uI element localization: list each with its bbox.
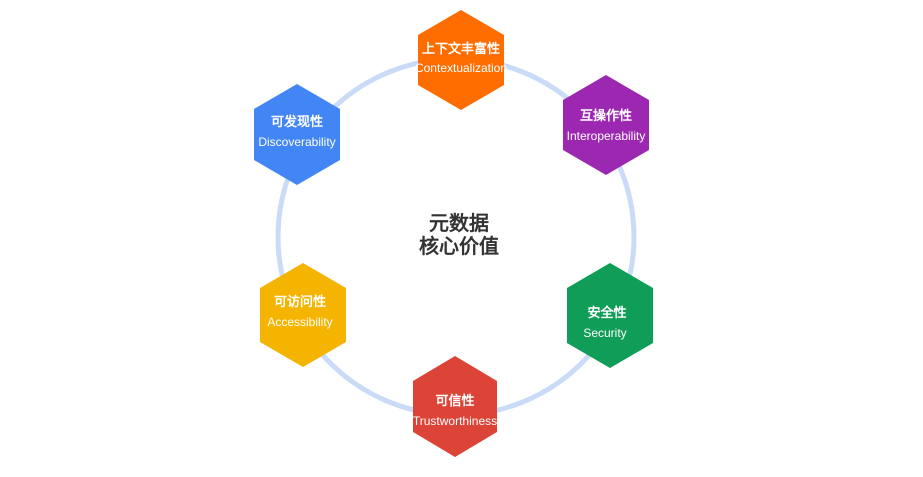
node-title-zh: 互操作性	[580, 108, 632, 124]
node-title-en: Contextualization	[415, 61, 507, 75]
hexagon-shape	[254, 84, 340, 185]
node-title-zh: 可信性	[435, 393, 474, 409]
center-title-line2: 核心价值	[419, 234, 499, 258]
hexagon-node-contextualization: 上下文丰富性 Contextualization	[415, 10, 507, 110]
node-title-zh: 安全性	[587, 305, 626, 321]
hexagon-node-discoverability: 可发现性 Discoverability	[254, 84, 340, 185]
node-title-zh: 可发现性	[271, 114, 323, 130]
hexagon-shape	[413, 356, 497, 457]
node-title-en: Discoverability	[258, 135, 335, 149]
hexagon-node-security: 安全性 Security	[567, 263, 653, 368]
hexagon-shape	[260, 263, 346, 367]
node-title-zh: 可访问性	[274, 294, 326, 310]
hexagon-node-interoperability: 互操作性 Interoperability	[563, 75, 649, 175]
node-title-en: Security	[583, 326, 626, 340]
node-title-zh: 上下文丰富性	[422, 41, 500, 57]
node-title-en: Interoperability	[567, 129, 646, 143]
hexagon-shape	[418, 10, 504, 110]
center-title-line1: 元数据	[429, 211, 489, 235]
node-title-en: Trustworthiness	[413, 414, 497, 428]
hexagon-shape	[563, 75, 649, 175]
hexagon-shape	[567, 263, 653, 368]
node-title-en: Accessibility	[267, 315, 332, 329]
hexagon-node-accessibility: 可访问性 Accessibility	[260, 263, 346, 367]
hexagon-node-trustworthiness: 可信性 Trustworthiness	[413, 356, 497, 457]
